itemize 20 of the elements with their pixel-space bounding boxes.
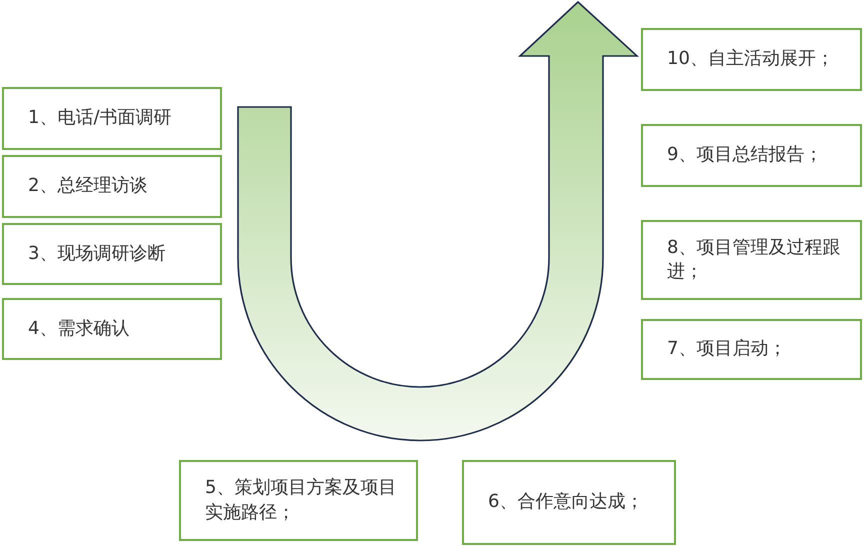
step-box	[641, 220, 862, 300]
step-text: 9、项目总结报告；	[667, 143, 822, 168]
step-box	[2, 155, 222, 218]
step-text: 4、需求确认	[28, 316, 130, 341]
step-text: 8、项目管理及过程跟进；	[667, 236, 842, 284]
step-box	[2, 87, 222, 150]
step-text: 1、电话/书面调研	[28, 106, 172, 130]
step-text: 3、现场调研诊断	[28, 242, 166, 266]
step-text: 10、自主活动展开；	[667, 47, 834, 72]
step-box	[2, 223, 222, 285]
step-box	[641, 124, 862, 187]
step-text: 6、合作意向达成；	[488, 490, 644, 514]
step-text: 7、项目启动；	[667, 337, 786, 362]
step-box	[179, 460, 418, 541]
step-text: 5、策划项目方案及项目实施路径；	[205, 476, 398, 524]
step-text: 2、总经理访谈	[28, 174, 148, 198]
step-box	[641, 28, 862, 91]
step-box	[462, 460, 676, 545]
step-box	[641, 319, 862, 380]
step-box	[2, 298, 222, 360]
